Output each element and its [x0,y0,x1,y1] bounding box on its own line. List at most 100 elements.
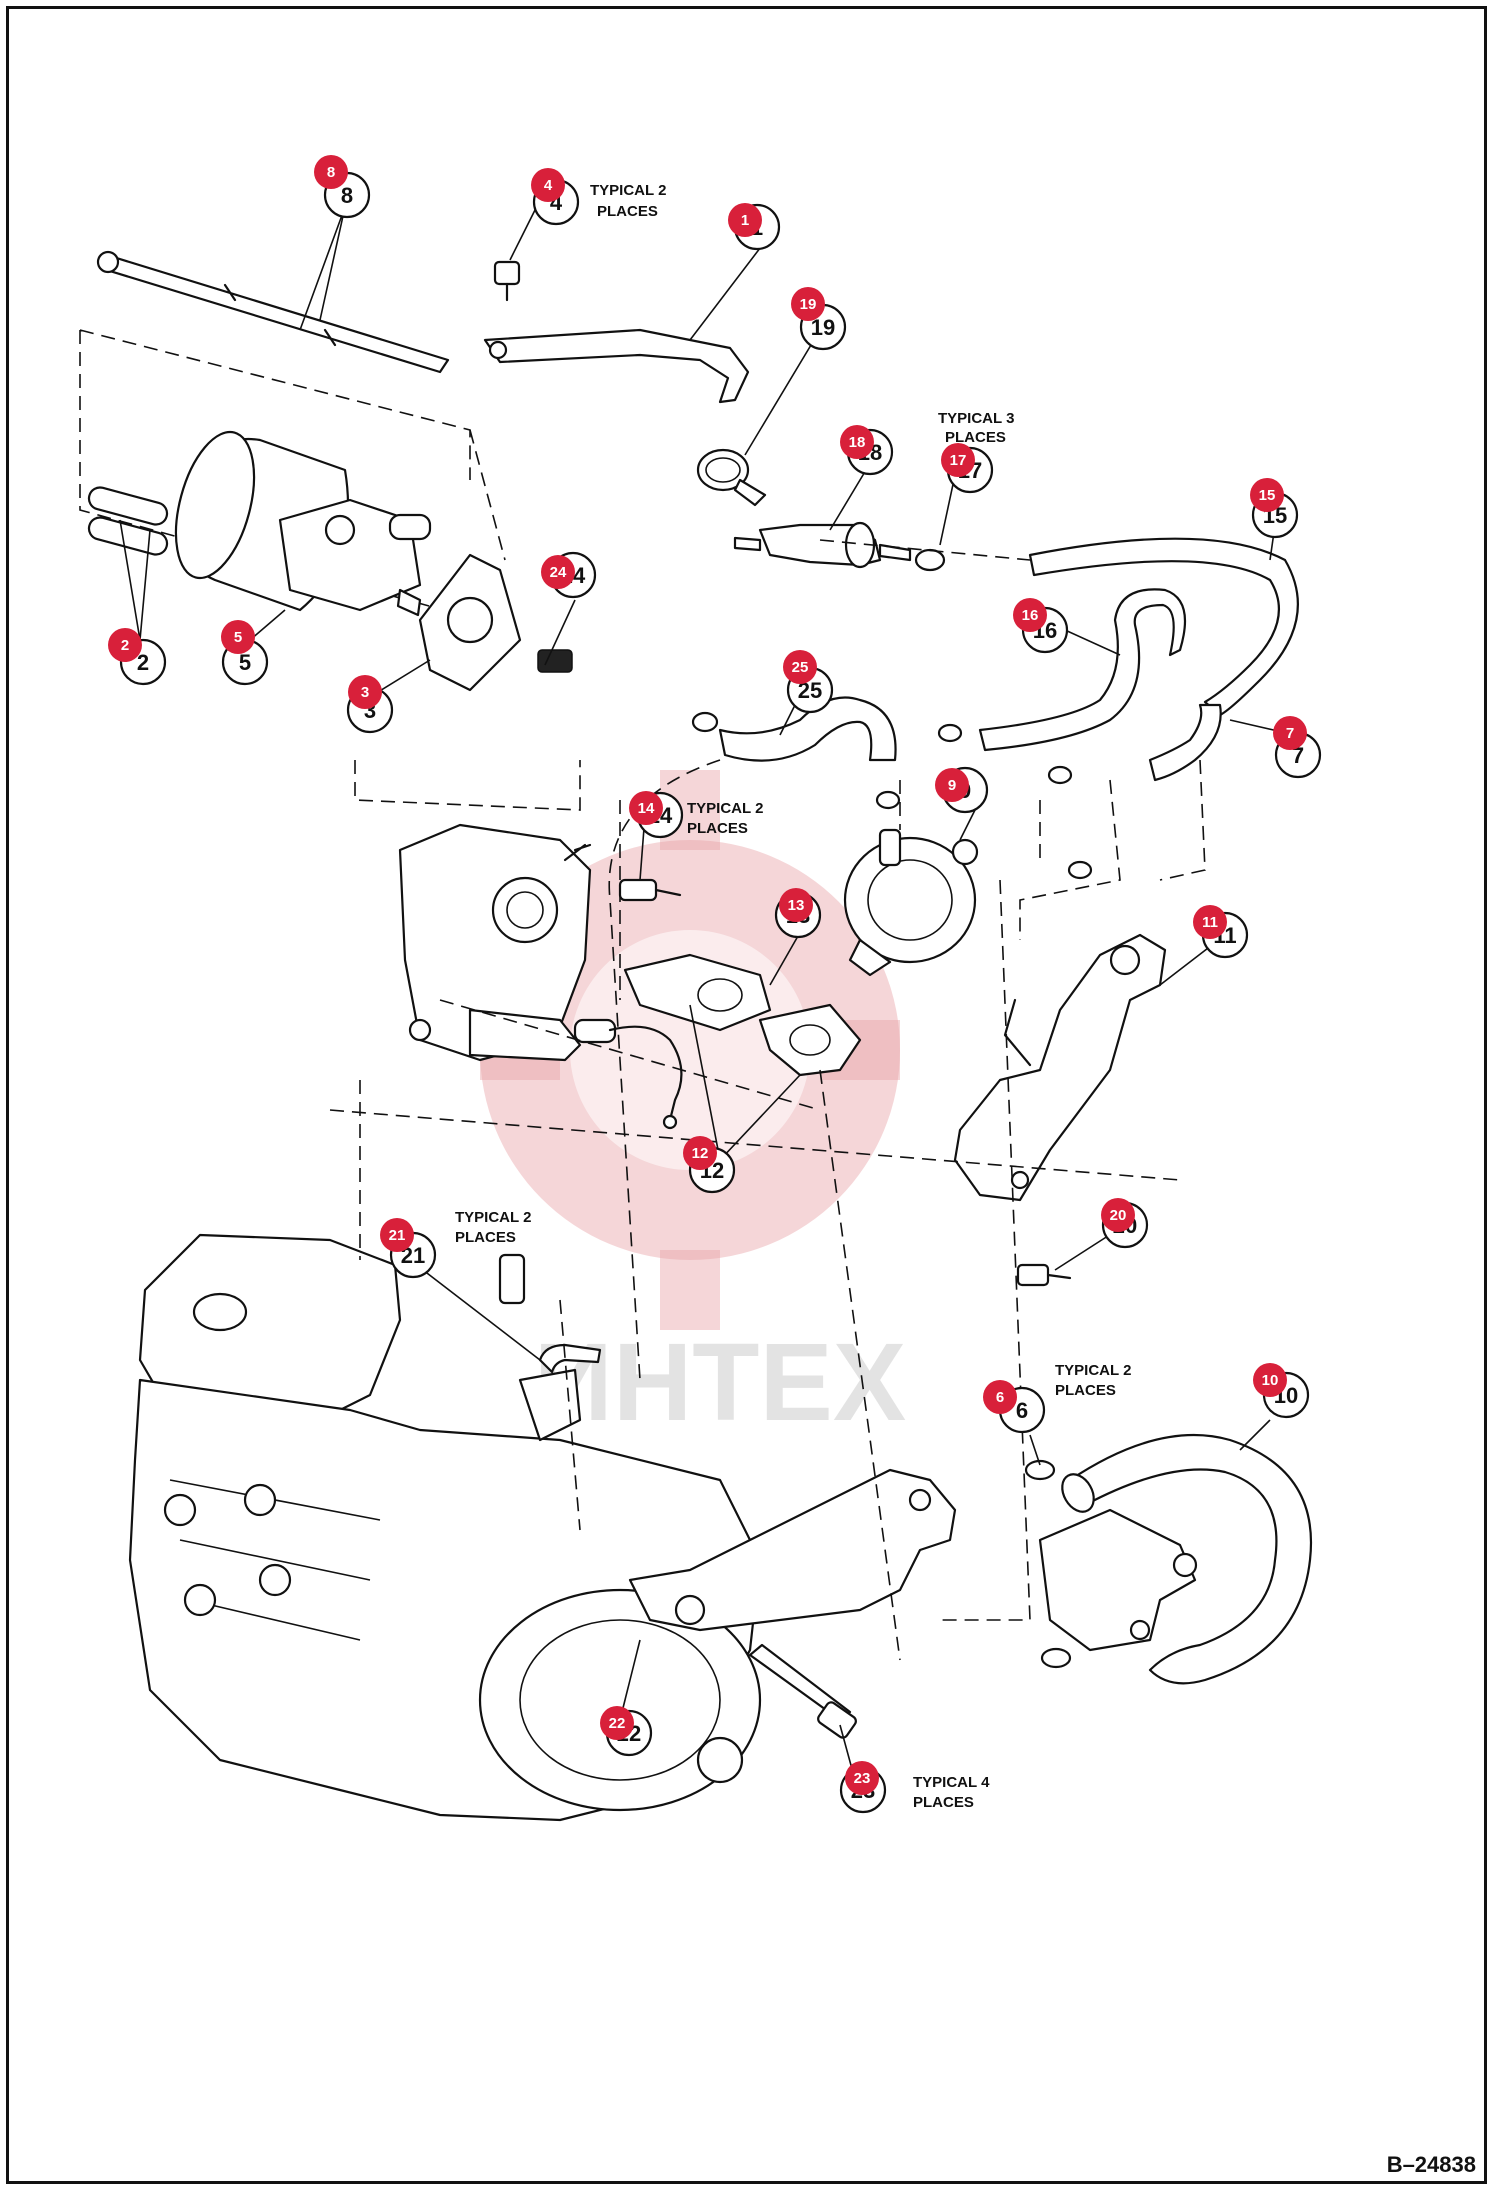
note-typical2-c: TYPICAL 2 PLACES [455,1209,531,1246]
callout-marker [783,650,817,684]
engine-mount-bracket [1038,1508,1198,1652]
carburetor [398,823,617,1062]
note-line: PLACES [945,429,1006,446]
note-typical4: TYPICAL 4 PLACES [913,1774,990,1811]
callout-marker-number: 16 [1022,607,1039,624]
air-cleaner [174,430,432,617]
callout-marker [221,620,255,654]
note-line: PLACES [687,820,748,837]
dashed-frame-upper [79,329,506,621]
callout-18: 1818 [840,425,894,476]
callout-marker-number: 18 [849,434,866,451]
callout-marker [1253,1363,1287,1397]
callout-22: 2222 [600,1706,653,1757]
note-typical2-b: TYPICAL 2 PLACES [687,800,763,837]
callout-marker [380,1218,414,1252]
note-line: TYPICAL 4 [913,1774,990,1791]
callout-marker-number: 15 [1259,487,1276,504]
callout-marker [935,768,969,802]
hose-clamps-6 [1024,1459,1072,1669]
watermark-text: ИНТЕХ [534,1321,906,1444]
callout-marker [728,203,762,237]
callout-marker-number: 8 [327,164,335,181]
bolt-23 [748,1643,857,1739]
callout-marker [1101,1198,1135,1232]
engine-block [128,1233,762,1822]
callout-marker [845,1761,879,1795]
gasket [418,553,522,692]
callout-marker [683,1136,717,1170]
callout-marker [531,168,565,202]
callout-6: 66 [983,1380,1046,1434]
fuel-filter [733,521,912,569]
clamp-19 [696,448,767,507]
callout-ring-number: 8 [341,183,353,208]
callout-marker [791,287,825,321]
callout-8: 88 [314,155,371,219]
callout-marker-number: 7 [1286,725,1294,742]
hose-10 [1061,1434,1313,1685]
callout-13: 1313 [774,888,822,939]
callout-ring-number: 6 [1016,1398,1028,1423]
callout-marker-number: 19 [800,296,817,313]
hose-25 [718,696,897,762]
dashed-routing [329,539,1206,1661]
small-clamps [691,711,1093,880]
bracket-1 [483,260,750,404]
callout-marker-number: 1 [741,212,749,229]
callout-9: 99 [935,766,989,814]
callout-7: 77 [1273,716,1322,779]
spacers [87,486,169,556]
callout-24: 2424 [541,551,597,599]
hose-7 [1148,703,1222,782]
callout-5: 55 [221,620,269,686]
note-line: PLACES [455,1229,516,1246]
note-line: TYPICAL 2 [590,182,666,199]
elbow-fitting-21 [538,1343,602,1374]
note-typical2-a: TYPICAL 2 PLACES [590,182,666,220]
callout-marker [1273,716,1307,750]
callout-ring-number: 2 [137,650,149,675]
callout-marker-number: 6 [996,1389,1004,1406]
callout-marker-number: 17 [950,452,967,469]
callout-1: 11 [728,203,781,251]
figure-code: B–24838 [1386,2152,1476,2177]
callout-marker-number: 10 [1262,1372,1279,1389]
callout-marker-number: 12 [692,1145,709,1162]
callout-marker-number: 4 [544,177,553,194]
callout-marker [1013,598,1047,632]
fuel-pump [843,828,979,977]
callout-marker-number: 23 [854,1770,871,1787]
callout-23: 2323 [839,1761,887,1814]
callout-marker-number: 13 [788,897,805,914]
hose-15 [1028,537,1299,717]
callout-3: 33 [346,675,394,734]
callout-17: 1717 [941,443,994,494]
callout-marker-number: 2 [121,637,129,654]
callout-ring-number: 5 [239,650,251,675]
callout-marker [541,555,575,589]
hose-16 [978,588,1187,752]
callout-marker [629,791,663,825]
note-line: TYPICAL 2 [1055,1362,1131,1379]
callout-marker-number: 22 [609,1715,626,1732]
note-typical3: TYPICAL 3 PLACES [938,410,1014,446]
bolt-20 [1016,1263,1072,1287]
note-line: TYPICAL 2 [687,800,763,817]
callout-marker [983,1380,1017,1414]
screw-14 [618,878,682,902]
note-line: PLACES [913,1794,974,1811]
note-line: TYPICAL 2 [455,1209,531,1226]
callout-14: 1414 [629,791,684,839]
callout-marker-number: 11 [1202,914,1218,931]
callout-marker [1193,905,1227,939]
bracket-11 [953,933,1167,1202]
hose-clamp-17 [914,548,946,572]
